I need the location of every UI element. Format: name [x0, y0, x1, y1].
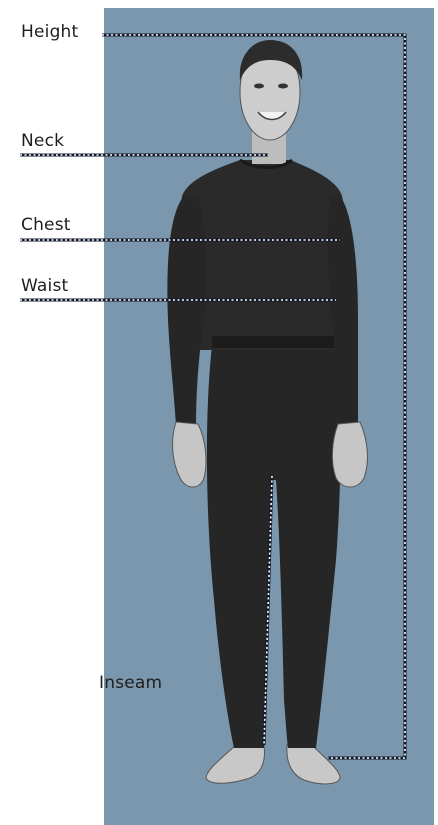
height-line-shadow [102, 35, 405, 758]
chest-label: Chest [21, 217, 71, 234]
waist-label: Waist [21, 278, 68, 295]
height-line [102, 35, 405, 758]
inseam-line-shadow [264, 476, 272, 745]
height-label: Height [21, 24, 78, 41]
inseam-label: Inseam [99, 675, 162, 692]
neck-label: Neck [21, 133, 64, 150]
